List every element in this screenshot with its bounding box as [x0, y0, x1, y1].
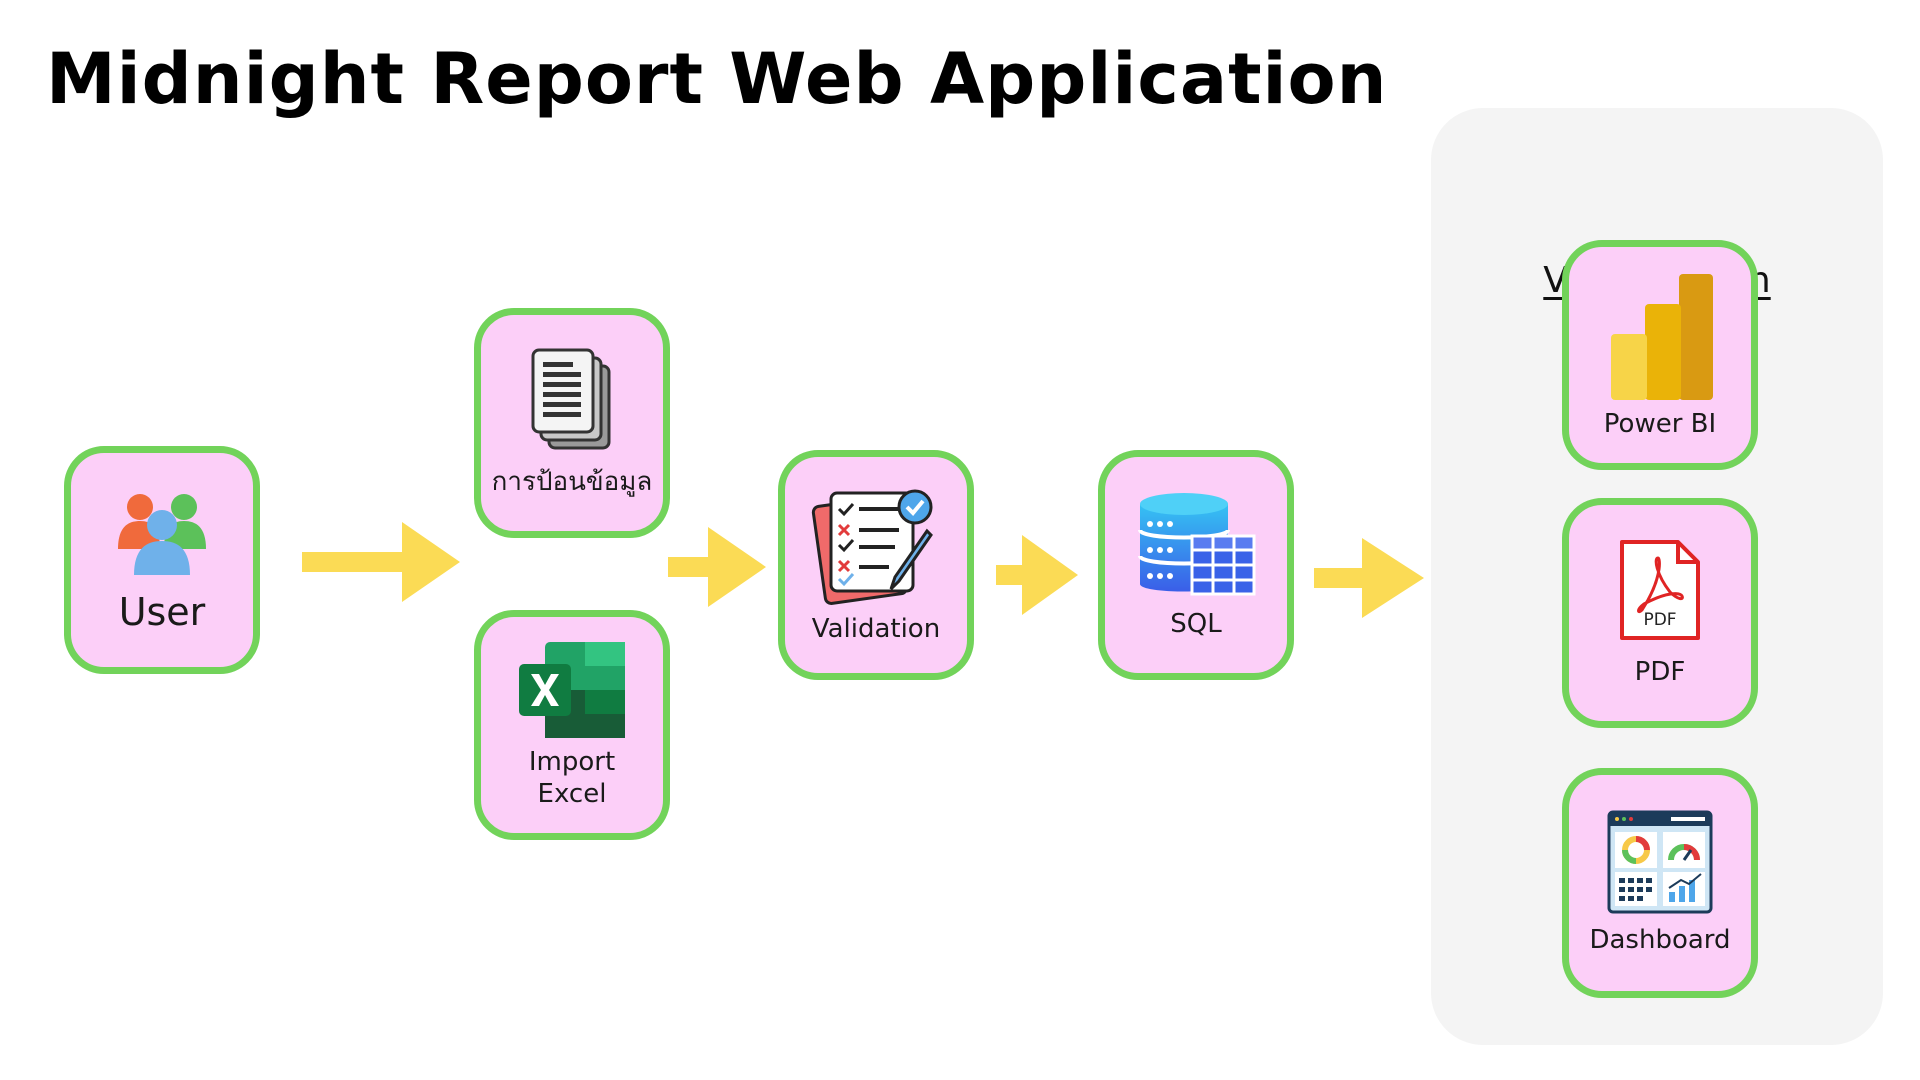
manual-entry-node: การป้อนข้อมูล	[474, 308, 670, 538]
arrow-inputs-to-validation	[668, 527, 766, 607]
import-excel-label-line1: Import	[528, 746, 616, 777]
arrow-validation-to-sql	[996, 535, 1078, 615]
import-excel-label: Import Excel	[529, 746, 615, 811]
arrow-sql-to-visualization	[1314, 538, 1424, 618]
users-icon	[118, 494, 206, 576]
sql-node: SQL	[1098, 450, 1294, 680]
arrow-user-to-inputs	[302, 522, 460, 602]
pdf-node: PDF PDF	[1562, 498, 1758, 728]
user-label: User	[118, 590, 206, 635]
import-excel-label-line2: Excel	[537, 779, 607, 809]
sql-label: SQL	[1170, 608, 1222, 639]
power-bi-icon	[1611, 273, 1713, 400]
page-title: Midnight Report Web Application	[46, 38, 1388, 120]
checklist-icon	[811, 489, 933, 605]
validation-node: Validation	[778, 450, 974, 680]
pdf-file-icon: PDF	[1618, 538, 1702, 642]
validation-label: Validation	[811, 613, 941, 644]
power-bi-label: Power BI	[1603, 408, 1717, 439]
user-node: User	[64, 446, 260, 674]
excel-icon	[519, 641, 625, 738]
documents-icon	[531, 348, 611, 450]
power-bi-node: Power BI	[1562, 240, 1758, 470]
database-icon	[1138, 492, 1256, 596]
dashboard-icon	[1607, 810, 1713, 914]
manual-entry-label: การป้อนข้อมูล	[491, 466, 653, 497]
pdf-label: PDF	[1634, 656, 1686, 687]
pdf-icon-text: PDF	[1643, 609, 1677, 630]
import-excel-node: Import Excel	[474, 610, 670, 840]
dashboard-node: Dashboard	[1562, 768, 1758, 998]
dashboard-label: Dashboard	[1589, 924, 1731, 955]
